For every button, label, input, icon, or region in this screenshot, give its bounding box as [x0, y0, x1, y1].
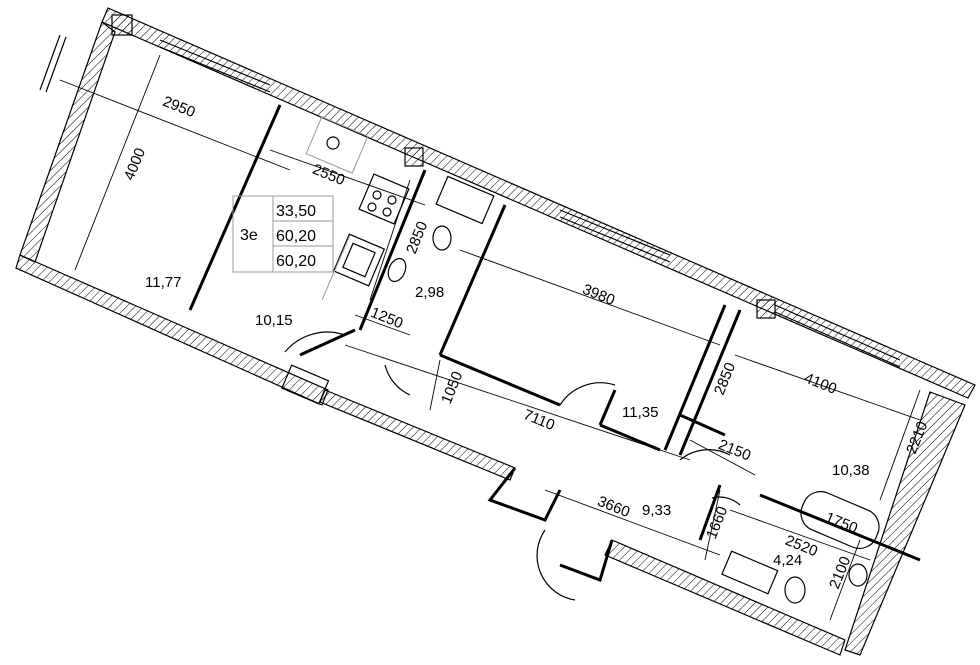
- pillars: [111, 14, 776, 405]
- dim-1050: 1050: [438, 369, 466, 406]
- dim-4100: 4100: [802, 370, 839, 398]
- dim-1660: 1660: [703, 504, 731, 541]
- dimension-lines: [59, 54, 921, 621]
- dim-2950: 2950: [160, 93, 197, 121]
- dim-2150: 2150: [716, 436, 753, 464]
- dim-7110: 7110: [521, 406, 557, 434]
- total-area-value-2: 60,20: [276, 253, 316, 270]
- dim-2100: 2100: [826, 554, 854, 591]
- hall-area: 9,33: [642, 502, 671, 519]
- windows: [39, 34, 901, 368]
- dim-3660: 3660: [595, 493, 632, 521]
- dim-2850b: 2850: [711, 360, 739, 397]
- bath-area: 4,24: [773, 552, 802, 569]
- kitchen-area: 10,15: [255, 312, 293, 329]
- dim-4000: 4000: [121, 146, 149, 183]
- dim-1250: 1250: [368, 304, 405, 332]
- total-area-value: 60,20: [276, 228, 316, 245]
- storage-area: 2,98: [415, 284, 444, 301]
- area-summary-table: 3e 33,50 60,20 60,20: [232, 195, 334, 273]
- room3-area: 10,38: [832, 462, 870, 479]
- outer-walls: [15, 7, 976, 656]
- kitchen-fixtures: [305, 116, 410, 301]
- living-area-value: 33,50: [276, 203, 316, 220]
- apartment-type-label: 3e: [240, 227, 258, 244]
- room1-area: 11,77: [145, 274, 181, 291]
- doors: [284, 331, 741, 601]
- dim-1750: 1750: [823, 509, 860, 537]
- dim-2850a: 2850: [403, 219, 431, 256]
- dim-3980: 3980: [580, 281, 617, 309]
- room-areas: 11,77 10,15 2,98 11,35 10,38 9,33 4,24: [145, 274, 870, 569]
- dim-2550: 2550: [310, 161, 347, 189]
- room2-area: 11,35: [622, 404, 658, 421]
- interior-walls: [188, 104, 921, 582]
- sanitary-fixtures: [387, 175, 880, 604]
